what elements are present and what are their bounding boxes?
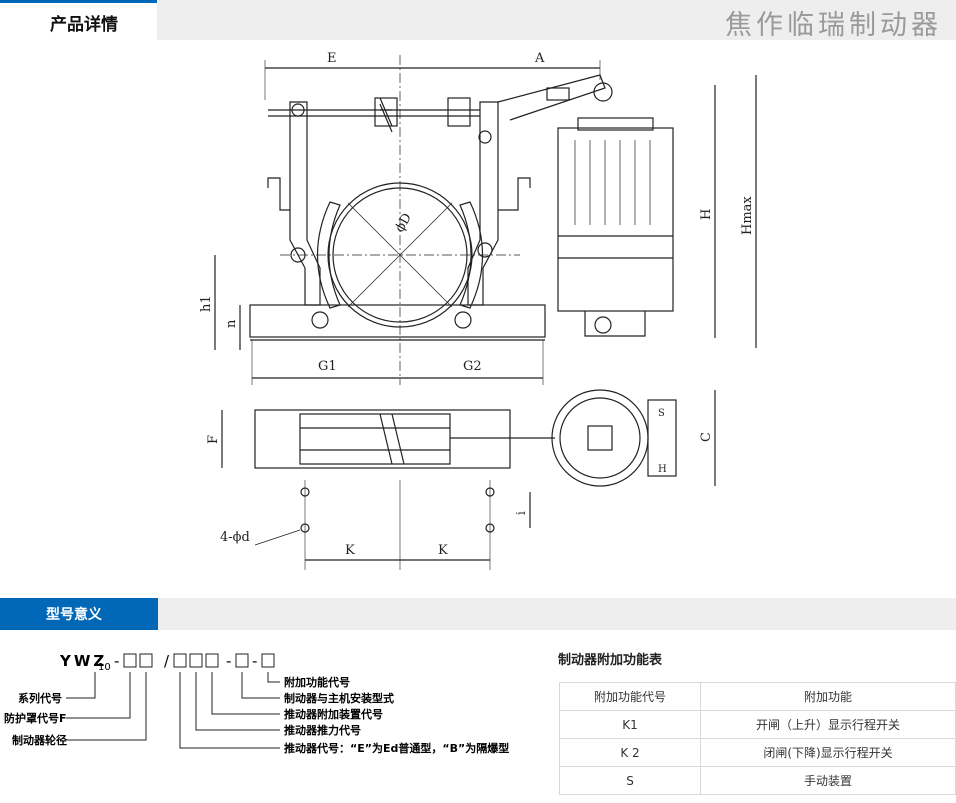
table-header-row: 附加功能代号 附加功能	[559, 682, 956, 711]
table-cell-code: K1	[559, 710, 701, 739]
brake-technical-drawing: E A ϕD H Hmax h1 n G1 G2 F C i K K 4-ϕd …	[199, 51, 757, 570]
tab-product-details-label: 产品详情	[50, 15, 118, 35]
dim-h-label: H	[699, 209, 714, 220]
model-subscript: 10	[98, 662, 111, 673]
tab-product-details[interactable]: 产品详情	[0, 0, 157, 40]
section-bar: 型号意义	[0, 598, 956, 630]
model-prefix: YWZ	[59, 652, 107, 670]
dim-k2-label: K	[438, 543, 448, 558]
dim-g2-label: G2	[463, 359, 482, 374]
dim-hmax-label: Hmax	[740, 196, 755, 235]
table-cell-function: 开闸（上升）显示行程开关	[700, 710, 956, 739]
dim-a-label: A	[534, 51, 545, 66]
table-cell-function: 手动装置	[700, 766, 956, 795]
legend-thruster-type: 推动器代号：“E”为Ed普通型，“B”为隔爆型	[284, 741, 509, 755]
table-header-code: 附加功能代号	[559, 682, 701, 711]
legend-mount-type: 制动器与主机安装型式	[284, 691, 394, 705]
dim-diameter-label: ϕD	[392, 211, 415, 235]
legend-series-code: 系列代号	[18, 691, 62, 705]
legend-thruster-force: 推动器推力代号	[284, 723, 361, 737]
dim-k1-label: K	[345, 543, 355, 558]
section-tab-model-meaning: 型号意义	[0, 598, 158, 630]
model-code-diagram: YWZ 10 - / - - 系列代号 防护罩代号F 制动器轮径 附加功能代号 …	[4, 652, 509, 755]
legend-thruster-attachment: 推动器附加装置代号	[284, 707, 383, 721]
dim-f-label: F	[206, 435, 221, 444]
model-sep-1: -	[114, 652, 119, 670]
features-table: 附加功能代号 附加功能 K1 开闸（上升）显示行程开关 K 2 闭闸(下降)显示…	[559, 682, 956, 795]
dim-i-label: i	[514, 511, 528, 515]
legend-cover-code: 防护罩代号F	[4, 711, 67, 725]
dim-n-label: n	[224, 319, 239, 328]
legend-additional-function: 附加功能代号	[284, 675, 350, 689]
brand-title: 焦作临瑞制动器	[725, 10, 942, 41]
dim-h1-label: h1	[199, 295, 214, 312]
legend-wheel-diameter: 制动器轮径	[12, 733, 67, 747]
dim-e-label: E	[327, 51, 337, 66]
table-cell-code: K 2	[559, 738, 701, 767]
model-sep-2: /	[164, 652, 170, 670]
hole-label: 4-ϕd	[220, 530, 250, 545]
model-sep-3: -	[226, 652, 231, 670]
table-cell-function: 闭闸(下降)显示行程开关	[700, 738, 956, 767]
top-tab-bar	[0, 0, 956, 40]
model-sep-4: -	[252, 652, 257, 670]
table-row: K 2 闭闸(下降)显示行程开关	[559, 738, 956, 767]
table-cell-code: S	[559, 766, 701, 795]
table-row: S 手动装置	[559, 766, 956, 795]
dim-g1-label: G1	[318, 359, 337, 374]
table-header-function: 附加功能	[700, 682, 956, 711]
section-title: 型号意义	[46, 607, 102, 623]
features-table-title: 制动器附加功能表	[558, 653, 663, 668]
table-row: K1 开闸（上升）显示行程开关	[559, 710, 956, 739]
motor-mark-s: S	[658, 408, 665, 419]
motor-mark-h: H	[658, 464, 667, 475]
dim-c-label: C	[699, 432, 714, 442]
